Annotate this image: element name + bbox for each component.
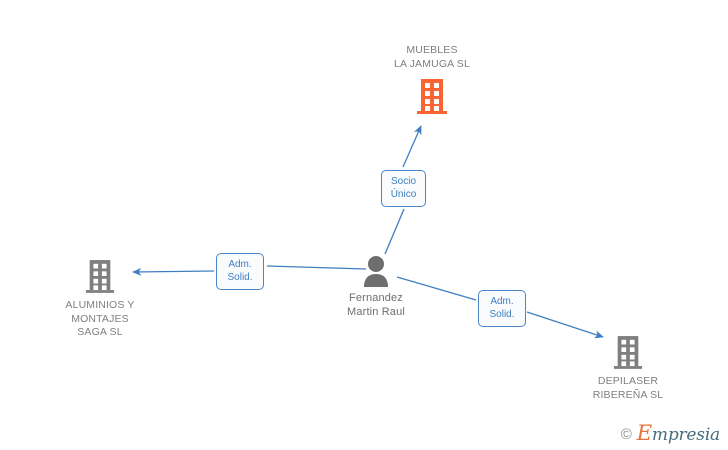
node-label-muebles: MUEBLES LA JAMUGA SL (394, 44, 470, 70)
building-icon (85, 260, 115, 293)
brand-initial: E (636, 421, 652, 445)
edge-line-person-to-adm-left-chip (266, 265, 367, 270)
building-icon (613, 336, 643, 369)
edge-line-person-to-socio-chip (384, 208, 405, 255)
node-label-depilaser: DEPILASER RIBEREÑA SL (592, 375, 664, 401)
brand-rest: mpresia (651, 425, 720, 445)
edge-label-adm-solid-depilaser[interactable]: Adm. Solid. (478, 290, 526, 327)
node-depilaser-riberena[interactable]: DEPILASER RIBEREÑA SL (553, 334, 703, 402)
node-label-person: Fernandez Martin Raul (347, 292, 405, 318)
node-aluminios-montajes-saga[interactable]: ALUMINIOS Y MONTAJES SAGA SL (25, 258, 175, 340)
person-icon (364, 256, 388, 287)
copyright-icon: © (620, 426, 632, 443)
empresia-watermark: © Empresia (620, 423, 720, 445)
building-icon (417, 79, 447, 114)
node-fernandez-martin-raul[interactable]: Fernandez Martin Raul (301, 255, 451, 319)
node-muebles-la-jamuga[interactable]: MUEBLES LA JAMUGA SL (357, 44, 507, 115)
edge-line-person-to-adm-right-chip (396, 276, 477, 301)
node-label-aluminios: ALUMINIOS Y MONTAJES SAGA SL (65, 299, 135, 338)
edge-line-adm-left-to-aluminios (132, 267, 215, 276)
edge-line-socio-to-muebles (402, 125, 422, 168)
brand-logo: Empresia (637, 423, 720, 445)
edge-line-adm-right-to-depilaser (526, 311, 604, 339)
edge-label-adm-solid-aluminios[interactable]: Adm. Solid. (216, 253, 264, 290)
edge-label-socio-unico[interactable]: Socio Único (381, 170, 426, 207)
